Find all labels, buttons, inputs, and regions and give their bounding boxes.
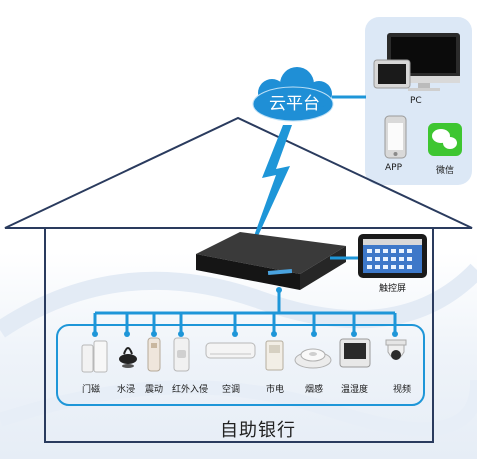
thermo-hygrometer-icon <box>339 338 371 368</box>
pc-label: PC <box>410 96 422 106</box>
sensor-label-ac: 空调 <box>222 385 241 395</box>
house-roof <box>4 116 473 229</box>
touchscreen-icon <box>358 234 427 278</box>
sensor-label-video: 视频 <box>393 385 412 395</box>
sensor-label-power: 市电 <box>266 385 285 395</box>
wechat-label: 微信 <box>436 166 455 176</box>
phone-icon <box>384 115 407 159</box>
background-swoosh <box>0 263 477 338</box>
sensor-label-water: 水浸 <box>117 385 136 395</box>
sensor-label-vibration: 震动 <box>145 385 164 395</box>
vibration-sensor-icon <box>147 337 161 372</box>
door-magnet-icon <box>81 340 108 373</box>
tablet-icon <box>373 59 411 89</box>
wechat-icon <box>428 123 462 156</box>
sensor-group-box <box>56 324 425 406</box>
bus-dot <box>276 287 282 293</box>
smoke-detector-icon <box>294 348 332 369</box>
touchscreen-label: 触控屏 <box>379 284 407 294</box>
cloud-icon <box>252 67 334 122</box>
infrared-detector-icon <box>173 337 190 372</box>
app-label: APP <box>385 163 403 173</box>
power-meter-icon <box>265 340 284 371</box>
sensor-label-temp: 温湿度 <box>341 385 369 395</box>
house-walls <box>44 228 434 443</box>
sensor-label-smoke: 烟感 <box>305 385 324 395</box>
building-label: 自助银行 <box>220 420 296 441</box>
touchscreen-keys <box>367 249 412 269</box>
air-conditioner-icon <box>205 342 256 359</box>
sensor-drop-dots <box>92 331 398 337</box>
sensor-label-door: 门磁 <box>82 385 101 395</box>
sensor-drop-lines <box>93 313 397 334</box>
dome-camera-icon <box>385 339 407 360</box>
sensor-label-infrared: 红外入侵 <box>172 385 209 395</box>
water-leak-icon <box>119 347 137 368</box>
cloud-label: 云平台 <box>269 94 320 114</box>
